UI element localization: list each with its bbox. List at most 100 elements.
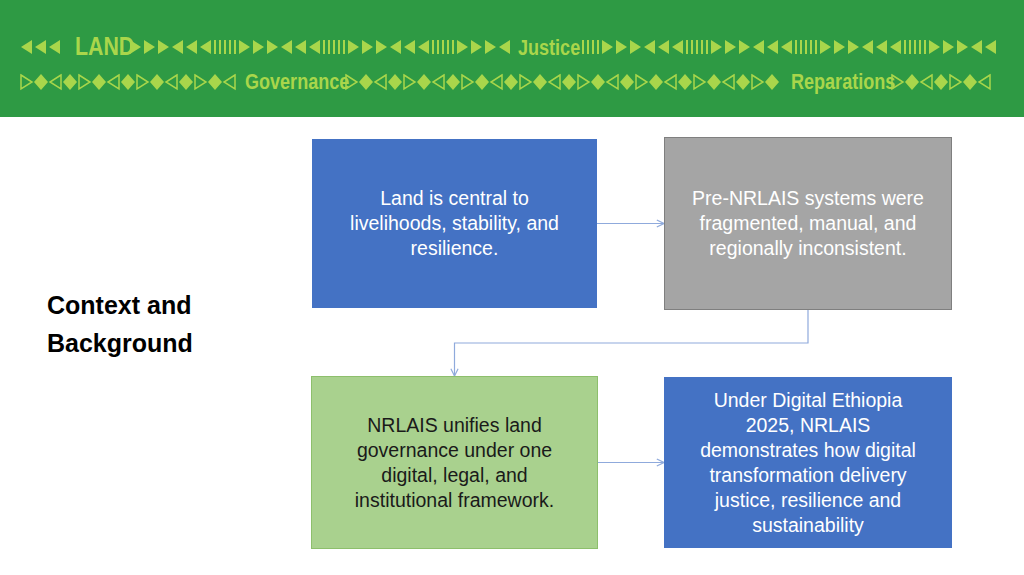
process-box: Pre-NRLAIS systems were fragmented, manu…	[664, 137, 952, 310]
pattern-diamond	[179, 74, 193, 90]
pattern-diamond	[707, 74, 721, 90]
pattern-outline-triangle	[375, 75, 386, 89]
pattern-triangle	[848, 40, 859, 54]
pattern-bar	[597, 40, 599, 54]
pattern-triangle	[158, 40, 169, 54]
pattern-outline-triangle	[50, 75, 61, 89]
pattern-diamond	[736, 74, 750, 90]
pattern-diamond	[678, 74, 692, 90]
pattern-outline-triangle	[21, 75, 32, 89]
pattern-outline-triangle	[491, 75, 502, 89]
pattern-triangle	[35, 40, 46, 54]
pattern-bar	[338, 40, 340, 54]
pattern-bar	[810, 40, 812, 54]
pattern-diamond	[504, 74, 518, 90]
pattern-diamond	[208, 74, 222, 90]
pattern-triangle	[658, 40, 669, 54]
pattern-bar	[214, 40, 216, 54]
pattern-triangle	[644, 40, 655, 54]
pattern-diamond	[446, 74, 460, 90]
pattern-diamond	[591, 74, 605, 90]
banner-word: Governance	[245, 69, 349, 95]
pattern-triangle	[348, 40, 359, 54]
pattern-outline-triangle	[433, 75, 444, 89]
pattern-triangle	[862, 40, 873, 54]
pattern-bar	[234, 40, 236, 54]
process-box: Land is central to livelihoods, stabilit…	[312, 139, 597, 308]
pattern-outline-triangle	[462, 75, 473, 89]
pattern-diamond	[620, 74, 634, 90]
pattern-outline-triangle	[694, 75, 705, 89]
pattern-triangle	[21, 40, 32, 54]
pattern-diamond	[388, 74, 402, 90]
pattern-outline-triangle	[752, 75, 763, 89]
process-box: NRLAIS unifies land governance under one…	[311, 376, 598, 549]
pattern-bar	[592, 40, 594, 54]
box-text: Pre-NRLAIS systems were fragmented, manu…	[687, 186, 929, 261]
pattern-bar	[442, 40, 444, 54]
pattern-bar	[333, 40, 335, 54]
pattern-outline-triangle	[79, 75, 90, 89]
pattern-outline-triangle	[404, 75, 415, 89]
pattern-triangle	[890, 40, 901, 54]
pattern-triangle	[971, 40, 982, 54]
pattern-diamond	[934, 74, 948, 90]
box-text: Land is central to livelihoods, stabilit…	[335, 186, 574, 261]
pattern-outline-triangle	[950, 75, 961, 89]
pattern-bar	[343, 40, 345, 54]
pattern-bar	[800, 40, 802, 54]
pattern-bar	[701, 40, 703, 54]
pattern-bar	[224, 40, 226, 54]
pattern-triangle	[957, 40, 968, 54]
pattern-triangle	[239, 40, 250, 54]
box-text: NRLAIS unifies land governance under one…	[334, 413, 575, 513]
pattern-diamond	[533, 74, 547, 90]
pattern-bar	[582, 40, 584, 54]
pattern-triangle	[186, 40, 197, 54]
pattern-triangle	[200, 40, 211, 54]
pattern-outline-triangle	[549, 75, 560, 89]
pattern-triangle	[985, 40, 996, 54]
pattern-triangle	[725, 40, 736, 54]
pattern-triangle	[630, 40, 641, 54]
pattern-bar	[229, 40, 231, 54]
pattern-bar	[696, 40, 698, 54]
pattern-outline-triangle	[137, 75, 148, 89]
pattern-outline-triangle	[607, 75, 618, 89]
flow-arrow	[455, 310, 809, 376]
banner-word: LAND	[75, 31, 134, 62]
pattern-outline-triangle	[723, 75, 734, 89]
pattern-triangle	[767, 40, 778, 54]
pattern-triangle	[404, 40, 415, 54]
pattern-outline-triangle	[520, 75, 531, 89]
pattern-triangle	[753, 40, 764, 54]
pattern-diamond	[417, 74, 431, 90]
pattern-diamond	[63, 74, 77, 90]
pattern-bar	[904, 40, 906, 54]
pattern-bar	[914, 40, 916, 54]
pattern-triangle	[820, 40, 831, 54]
pattern-triangle	[49, 40, 60, 54]
pattern-diamond	[34, 74, 48, 90]
pattern-triangle	[295, 40, 306, 54]
pattern-outline-triangle	[195, 75, 206, 89]
box-text: Under Digital Ethiopia 2025, NRLAIS demo…	[687, 388, 929, 538]
pattern-triangle	[929, 40, 940, 54]
pattern-triangle	[616, 40, 627, 54]
pattern-bar	[447, 40, 449, 54]
pattern-diamond	[150, 74, 164, 90]
pattern-bar	[691, 40, 693, 54]
pattern-bar	[323, 40, 325, 54]
process-box: Under Digital Ethiopia 2025, NRLAIS demo…	[664, 377, 952, 548]
pattern-triangle	[253, 40, 264, 54]
pattern-diamond	[92, 74, 106, 90]
pattern-bar	[805, 40, 807, 54]
pattern-triangle	[672, 40, 683, 54]
pattern-outline-triangle	[665, 75, 676, 89]
pattern-bar	[909, 40, 911, 54]
pattern-bar	[219, 40, 221, 54]
pattern-triangle	[876, 40, 887, 54]
pattern-triangle	[390, 40, 401, 54]
pattern-outline-triangle	[578, 75, 589, 89]
banner-word: Justice	[518, 35, 580, 61]
